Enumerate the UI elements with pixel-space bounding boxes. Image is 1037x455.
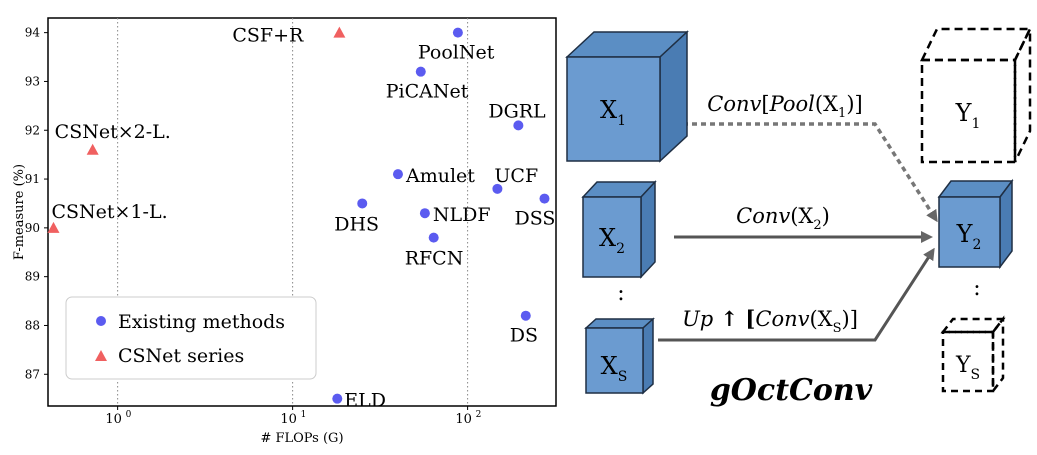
point-label: DGRL	[488, 100, 546, 122]
point-ucf	[492, 183, 503, 194]
point-label: RFCN	[405, 248, 464, 270]
point-label: CSNet×2-L.	[55, 121, 171, 143]
x-tick-label: 10	[455, 412, 472, 427]
point-picanet	[415, 66, 426, 77]
cube-y2: Y2	[937, 178, 1014, 270]
goctconv-diagram: Conv[Pool(X1)] Conv(X2) Up ↑ [Conv(XS)] …	[565, 27, 1032, 408]
point-label: DHS	[334, 213, 379, 235]
arrow-label-conv-x2: Conv(X2)	[736, 204, 830, 233]
x-tick-exponent: 2	[476, 410, 482, 420]
arrow-xs-to-y2	[658, 247, 935, 342]
point-label: DSS	[514, 208, 555, 230]
legend-box	[65, 296, 317, 380]
point-label: NLDF	[433, 204, 491, 226]
output-label-y1: Y1	[955, 99, 981, 132]
y-axis-label: F-measure (%)	[12, 164, 27, 260]
point-label: ELD	[344, 390, 386, 412]
x-tick-exponent: 0	[126, 410, 132, 420]
point-dss	[539, 193, 550, 204]
output-label-y2: Y2	[956, 220, 982, 253]
y-tick-label: 91	[25, 172, 40, 186]
input-label-x1: X1	[600, 96, 626, 129]
point-nldf	[419, 208, 430, 219]
x-tick-label: 10	[105, 412, 122, 427]
point-label: CSNet×1-L.	[51, 201, 167, 223]
diagram-title: gOctConv	[710, 373, 873, 408]
ellipsis-inputs: :	[617, 281, 624, 306]
x-axis-label: # FLOPs (G)	[260, 431, 343, 446]
point-rfcn	[428, 232, 439, 243]
cube-x2: X2	[581, 180, 657, 279]
cube-x1: X1	[565, 30, 689, 163]
cube-y1: Y1	[920, 27, 1032, 164]
point-label: DS	[510, 325, 538, 347]
ellipsis-outputs: :	[973, 276, 980, 301]
point-label: Amulet	[405, 165, 475, 187]
point-dgrl	[513, 120, 524, 131]
point-poolnet	[452, 27, 463, 38]
output-label-ys: YS	[955, 353, 980, 383]
scatter-chart: 87 88 89 90 91 92 93 94 10 0 10 1 10 2 PoolNetPiCANe…	[12, 17, 557, 446]
point-label: PiCANet	[386, 81, 469, 103]
arrow-label-up-conv: Up ↑ [Conv(XS)]	[682, 306, 858, 336]
point-dhs	[357, 198, 368, 209]
cube-xs: XS	[584, 317, 655, 395]
y-tick-label: 87	[25, 367, 40, 381]
legend-entry-csnet: CSNet series	[118, 345, 244, 367]
y-ticks: 87 88 89 90 91 92 93 94	[25, 26, 48, 381]
y-tick-label: 93	[25, 74, 40, 88]
arrow-label-conv-pool: Conv[Pool(X1)]	[707, 92, 862, 121]
point-eld	[332, 393, 343, 404]
point-amulet	[392, 169, 403, 180]
x-tick-label: 10	[280, 412, 297, 427]
point-ds	[520, 310, 531, 321]
legend-entry-existing: Existing methods	[118, 311, 285, 333]
y-tick-label: 92	[25, 123, 40, 137]
x-tick-exponent: 1	[301, 410, 307, 420]
x-ticks: 10 0 10 1 10 2	[105, 406, 481, 427]
legend-marker-csnet	[95, 350, 107, 361]
grid-lines	[117, 18, 469, 406]
y-tick-label: 90	[25, 221, 40, 235]
point-csnet-1-l-	[47, 221, 60, 233]
point-csf-r	[333, 26, 346, 38]
y-tick-label: 89	[25, 270, 40, 284]
arrow-x1-to-y2	[683, 122, 938, 223]
cube-ys: YS	[940, 315, 1006, 395]
legend: Existing methods CSNet series	[65, 296, 317, 380]
legend-marker-existing	[96, 316, 106, 326]
point-label: PoolNet	[418, 42, 495, 64]
point-label: UCF	[494, 165, 538, 187]
point-csnet-2-l-	[86, 143, 99, 155]
y-tick-label: 88	[25, 318, 40, 332]
input-label-x2: X2	[599, 224, 625, 257]
point-label: CSF+R	[232, 25, 304, 47]
input-label-xs: XS	[601, 352, 628, 385]
y-tick-label: 94	[25, 26, 41, 40]
